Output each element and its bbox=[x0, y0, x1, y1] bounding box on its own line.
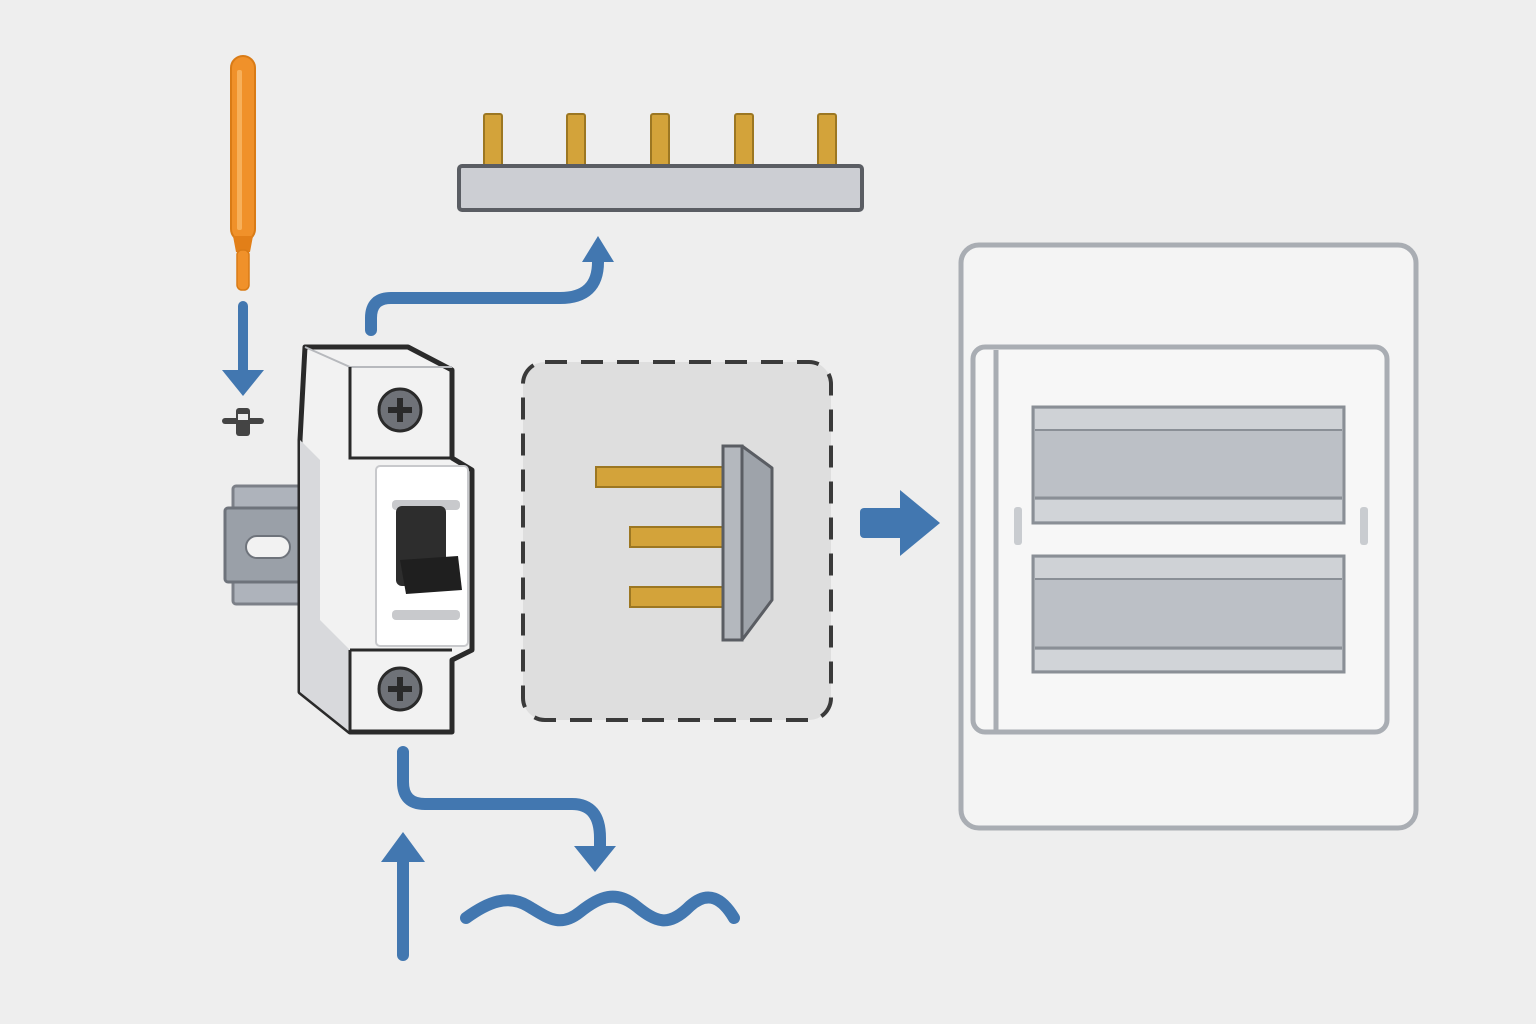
screw-bottom-icon bbox=[377, 666, 423, 712]
arrow-up-bottom-icon bbox=[381, 832, 425, 961]
busbar-comb bbox=[457, 113, 864, 212]
detail-box bbox=[521, 360, 833, 722]
arrow-right-icon bbox=[860, 490, 940, 556]
arrow-curved-down-icon bbox=[397, 746, 616, 872]
din-rail bbox=[223, 484, 315, 606]
circuit-breaker bbox=[297, 344, 475, 735]
breaker-toggle bbox=[396, 506, 462, 594]
din-rail-row-2 bbox=[1031, 554, 1346, 674]
wave-icon bbox=[460, 890, 740, 927]
busbar-pins bbox=[483, 113, 837, 169]
busbar-pin-connector bbox=[595, 444, 774, 642]
screw-icon bbox=[222, 408, 264, 436]
arrow-down-icon bbox=[222, 301, 264, 396]
arrow-up-icon bbox=[365, 236, 614, 336]
din-rail-row-1 bbox=[1031, 405, 1346, 525]
screwdriver-icon bbox=[230, 55, 256, 291]
distribution-enclosure bbox=[958, 242, 1419, 831]
screw-top-icon bbox=[377, 387, 423, 433]
